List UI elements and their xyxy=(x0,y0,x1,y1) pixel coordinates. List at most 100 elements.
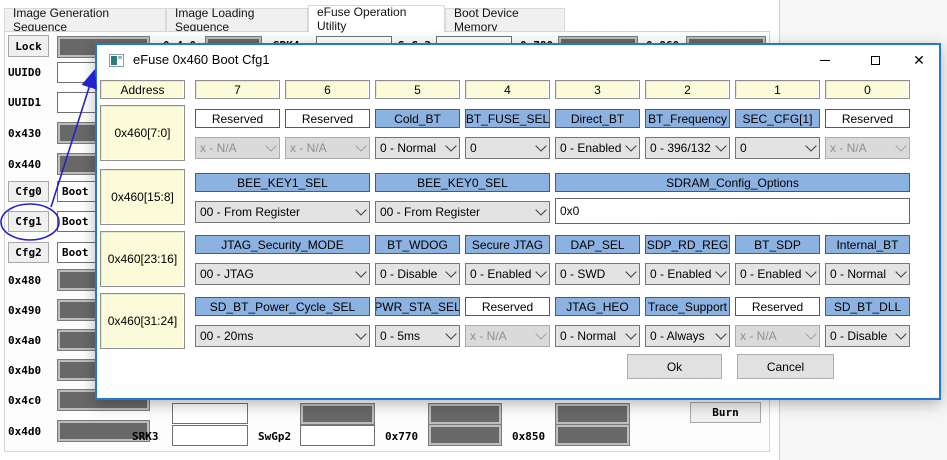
chevron-down-icon xyxy=(445,328,457,340)
fuse-row-31-24: 0x460[31:24] SD_BT_Power_Cycle_SEL 00 - … xyxy=(97,293,943,351)
register-field xyxy=(300,403,375,425)
header-cell: 0 xyxy=(825,80,910,99)
register-label: 0x440 xyxy=(8,158,42,171)
maximize-button[interactable] xyxy=(860,49,890,71)
lock-button[interactable]: Lock xyxy=(8,35,49,57)
chevron-down-icon xyxy=(625,140,637,152)
header-cell: 1 xyxy=(735,80,820,99)
field-label: SEC_CFG[1] xyxy=(735,109,820,128)
chevron-down-icon xyxy=(625,266,637,278)
cfg1-button[interactable]: Cfg1 xyxy=(8,211,49,232)
field-select[interactable]: 00 - JTAG xyxy=(195,263,370,285)
field-select[interactable]: 0 - Always xyxy=(645,325,730,347)
field-select[interactable]: 0 - Normal xyxy=(825,263,910,285)
cfg0-button[interactable]: Cfg0 xyxy=(8,181,49,202)
chevron-down-icon xyxy=(355,328,367,340)
register-input[interactable] xyxy=(300,425,375,446)
field-label: Reserved xyxy=(195,109,280,128)
field-select[interactable]: 0 xyxy=(465,137,550,159)
cfg2-button[interactable]: Cfg2 xyxy=(8,242,49,263)
field-label: BEE_KEY1_SEL xyxy=(195,173,370,192)
field-select[interactable]: 0 - Enabled xyxy=(735,263,820,285)
field-select[interactable]: 00 - 20ms xyxy=(195,325,370,347)
chevron-down-icon xyxy=(895,266,907,278)
field-select[interactable]: 0 - Disable xyxy=(375,263,460,285)
field-select[interactable]: 0 - Enabled xyxy=(465,263,550,285)
register-label: 0x4c0 xyxy=(8,394,42,407)
address-cell: 0x460[7:0] xyxy=(100,105,185,161)
close-icon: ✕ xyxy=(913,52,925,68)
dialog-title: eFuse 0x460 Boot Cfg1 xyxy=(133,52,270,67)
header-cell: 5 xyxy=(375,80,460,99)
minimize-button[interactable] xyxy=(810,49,840,71)
chevron-down-icon xyxy=(715,140,727,152)
header-cell: 3 xyxy=(555,80,640,99)
field-select[interactable]: 0 - Normal xyxy=(375,137,460,159)
tab-efuse-operation-utility[interactable]: eFuse Operation Utility xyxy=(308,5,445,33)
register-label: 0x4d0 xyxy=(8,425,42,438)
close-button[interactable]: ✕ xyxy=(904,49,934,71)
field-select[interactable]: 0 - SWD xyxy=(555,263,640,285)
field-label: Direct_BT xyxy=(555,109,640,128)
header-cell: 4 xyxy=(465,80,550,99)
register-field xyxy=(428,424,502,446)
tab-boot-device-memory[interactable]: Boot Device Memory xyxy=(445,6,565,34)
field-select: x - N/A xyxy=(825,137,910,159)
chevron-down-icon xyxy=(535,266,547,278)
register-input[interactable] xyxy=(172,425,248,446)
chevron-down-icon xyxy=(355,140,367,152)
field-label: Secure JTAG xyxy=(465,235,550,254)
field-label: Reserved xyxy=(825,109,910,128)
field-select[interactable]: 0 - Disable xyxy=(825,325,910,347)
tab-image-generation-sequence[interactable]: Image Generation Sequence xyxy=(4,6,166,34)
chevron-down-icon xyxy=(715,328,727,340)
fuse-row-23-16: 0x460[23:16] JTAG_Security_MODE 00 - JTA… xyxy=(97,231,943,289)
address-cell: 0x460[15:8] xyxy=(100,169,185,225)
register-label: 0x430 xyxy=(8,127,42,140)
field-label: SD_BT_DLL xyxy=(825,297,910,316)
header-cell: 6 xyxy=(285,80,370,99)
sdram-config-input[interactable] xyxy=(555,198,910,224)
chevron-down-icon xyxy=(535,328,547,340)
field-label: BEE_KEY0_SEL xyxy=(375,173,550,192)
register-field xyxy=(555,424,630,446)
dialog-titlebar[interactable]: eFuse 0x460 Boot Cfg1 ✕ xyxy=(97,45,939,75)
chevron-down-icon xyxy=(535,140,547,152)
burn-button[interactable]: Burn xyxy=(690,402,761,423)
field-select[interactable]: 0 xyxy=(735,137,820,159)
chevron-down-icon xyxy=(355,204,367,216)
register-label: SwGp2 xyxy=(258,430,292,443)
header-cell: Address xyxy=(100,80,185,99)
chevron-down-icon xyxy=(715,266,727,278)
chevron-down-icon xyxy=(895,328,907,340)
field-label: JTAG_Security_MODE xyxy=(195,235,370,254)
register-label: SRK3 xyxy=(132,430,159,443)
chevron-down-icon xyxy=(805,266,817,278)
field-select[interactable]: 00 - From Register xyxy=(195,201,370,223)
field-label: Reserved xyxy=(735,297,820,316)
register-label: 0x850 xyxy=(512,430,546,443)
field-select[interactable]: 0 - 5ms xyxy=(375,325,460,347)
field-select[interactable]: 0 - 396/132 xyxy=(645,137,730,159)
chevron-down-icon xyxy=(625,328,637,340)
ok-button[interactable]: Ok xyxy=(627,354,722,379)
chevron-down-icon xyxy=(805,328,817,340)
maximize-icon xyxy=(870,55,880,65)
register-input[interactable] xyxy=(172,403,248,424)
field-select[interactable]: 00 - From Register xyxy=(375,201,550,223)
register-label: UUID1 xyxy=(8,96,42,109)
field-label: BT_Frequency xyxy=(645,109,730,128)
field-label: PWR_STA_SEL xyxy=(375,297,460,316)
field-select[interactable]: 0 - Enabled xyxy=(645,263,730,285)
register-label: 0x770 xyxy=(385,430,419,443)
cancel-button[interactable]: Cancel xyxy=(737,354,834,379)
field-label: Trace_Support xyxy=(645,297,730,316)
field-select: x - N/A xyxy=(195,137,280,159)
header-cell: 2 xyxy=(645,80,730,99)
header-cell: 7 xyxy=(195,80,280,99)
field-select[interactable]: 0 - Enabled xyxy=(555,137,640,159)
field-select[interactable]: 0 - Normal xyxy=(555,325,640,347)
tab-image-loading-sequence[interactable]: Image Loading Sequence xyxy=(166,6,308,34)
register-field xyxy=(555,403,630,425)
